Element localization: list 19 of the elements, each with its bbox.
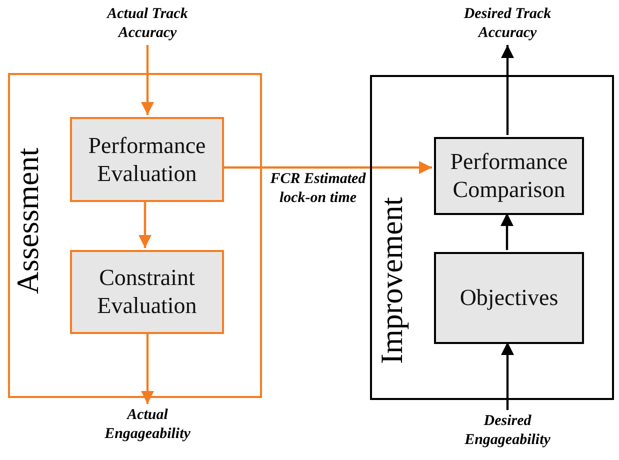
io-label: Desired Track Accuracy	[445, 3, 570, 45]
group-heading: Improvement	[376, 196, 407, 364]
arrow	[500, 45, 514, 135]
arrow	[500, 213, 514, 250]
arrow	[138, 200, 152, 248]
io-label: Actual Track Accuracy	[85, 3, 210, 45]
arrow	[140, 45, 154, 115]
arrow	[140, 332, 154, 404]
group-heading: Assessment	[12, 148, 43, 294]
process-box: Objectives	[434, 252, 584, 344]
arrow	[222, 160, 432, 174]
io-label: Desired Engageability	[445, 410, 570, 452]
group-box	[370, 75, 614, 400]
group-box	[8, 73, 262, 398]
process-box: Performance Evaluation	[70, 117, 224, 202]
process-box: Constraint Evaluation	[70, 250, 224, 334]
io-label: Actual Engageability	[85, 404, 210, 446]
arrow	[500, 342, 514, 410]
process-box: Performance Comparison	[434, 137, 584, 215]
